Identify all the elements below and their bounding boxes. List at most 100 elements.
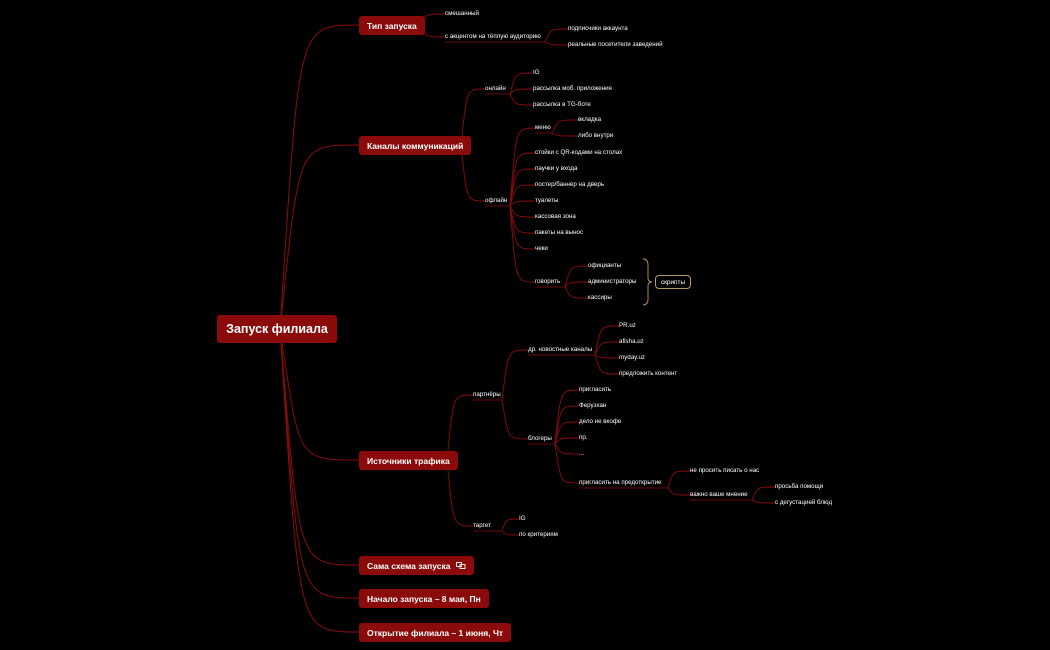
talk-item[interactable]: официанты	[588, 262, 622, 269]
launch-type-mixed[interactable]: смешанный	[445, 10, 479, 17]
opinion-item[interactable]: с дегустацией блюд	[775, 499, 833, 506]
offline-item[interactable]: постер/баннер на дверь	[535, 181, 605, 188]
connector-line	[667, 487, 691, 496]
traffic-partners[interactable]: партнёры	[473, 391, 501, 398]
news-item[interactable]: предложить контент	[619, 370, 678, 377]
connector-line	[279, 328, 360, 599]
connector-line	[554, 405, 580, 445]
offline-item[interactable]: туалеты	[535, 197, 559, 204]
offline-item[interactable]: чеки	[535, 245, 548, 252]
node-channels[interactable]: Каналы коммуникаций	[359, 136, 472, 155]
node-launch-scheme[interactable]: Сама схема запуска	[359, 556, 475, 575]
launch-type-visitors[interactable]: реальные посетители заведений	[568, 41, 663, 48]
connector-line	[446, 394, 474, 461]
target-item[interactable]: по критериям	[519, 531, 558, 538]
connector-line	[564, 265, 589, 288]
connector-line	[551, 132, 579, 137]
connector-line	[544, 28, 569, 43]
connector-line	[564, 286, 589, 299]
preopen-opinion[interactable]: важно ваше мнение	[690, 491, 748, 498]
connector-line	[501, 349, 529, 401]
connector-line	[509, 205, 536, 218]
connector-line	[554, 421, 580, 445]
connector-line	[509, 205, 536, 283]
connector-line	[594, 325, 620, 356]
connector-line	[279, 328, 360, 633]
connector-line	[551, 119, 579, 134]
connector-line	[509, 93, 534, 106]
connector-line	[509, 127, 536, 207]
offline-item[interactable]: пакеты на вынос	[535, 229, 584, 236]
scripts-summary[interactable]: скрипты	[655, 275, 691, 289]
blogger-item[interactable]: ...	[579, 450, 585, 457]
offline-item[interactable]: паучки у входа	[535, 165, 578, 172]
channels-online[interactable]: онлайн	[485, 85, 506, 92]
online-item[interactable]: рассылка в TG-боте	[533, 101, 591, 108]
connector-line	[554, 443, 580, 455]
node-launch-scheme-label: Сама схема запуска	[367, 560, 451, 571]
news-item[interactable]: PR.uz	[619, 322, 636, 329]
blogger-item[interactable]: Ферузхан	[579, 402, 607, 409]
blogger-item[interactable]: пр.	[579, 434, 588, 441]
traffic-target[interactable]: таргет	[473, 522, 491, 529]
offline-item[interactable]: стойки с QR-кодами на столах	[535, 149, 623, 156]
launch-type-warm[interactable]: с акцентом на тёплую аудиторию	[445, 33, 541, 40]
connector-line	[594, 341, 620, 356]
connector-line	[667, 470, 691, 489]
connector-line	[509, 205, 536, 234]
menu-item[interactable]: вкладка	[578, 116, 602, 123]
connector-line	[751, 499, 776, 504]
connector-line	[279, 24, 360, 330]
connector-line	[544, 41, 569, 46]
scripts-bracket	[642, 258, 653, 306]
connector-line	[501, 530, 520, 536]
connector-line	[446, 459, 474, 527]
connector-line	[509, 200, 536, 207]
launch-type-subscribers[interactable]: подписчики аккаунта	[568, 25, 628, 32]
connector-line	[554, 443, 580, 484]
connector-line	[509, 72, 534, 95]
target-item[interactable]: IG	[519, 515, 526, 522]
connector-line	[279, 328, 360, 566]
connector-line	[554, 389, 580, 445]
talk-item[interactable]: администраторы	[588, 278, 637, 285]
connector-line	[509, 168, 536, 207]
opinion-item[interactable]: просьба помощи	[775, 483, 824, 490]
node-opening[interactable]: Открытие филиала – 1 июня, Чт	[359, 623, 512, 642]
connector-line	[509, 152, 536, 207]
online-item[interactable]: рассылка моб. приложения	[533, 85, 612, 92]
partners-bloggers[interactable]: блогеры	[528, 435, 552, 442]
news-item[interactable]: myday.uz	[619, 354, 646, 361]
news-item[interactable]: afisha.uz	[619, 338, 644, 345]
talk-item[interactable]: кассиры	[588, 294, 612, 301]
offline-talk[interactable]: говорить	[535, 278, 561, 285]
node-launch-type[interactable]: Тип запуска	[359, 16, 425, 35]
connector-line	[501, 518, 520, 532]
menu-item[interactable]: либо внутри	[578, 132, 614, 139]
blogger-item[interactable]: пригласить	[579, 386, 612, 393]
blogger-preopen[interactable]: пригласить на предоткрытие	[579, 479, 662, 486]
connector-line	[460, 88, 486, 146]
link-icon[interactable]	[456, 562, 466, 569]
blogger-item[interactable]: дело не вкофе	[579, 418, 622, 425]
node-traffic-sources[interactable]: Источники трафика	[359, 451, 458, 470]
connector-line	[279, 144, 360, 330]
node-launch-start[interactable]: Начало запуска – 8 мая, Пн	[359, 589, 489, 608]
connector-line	[554, 437, 580, 445]
root-node[interactable]: Запуск филиала	[217, 315, 337, 343]
preopen-dont-ask[interactable]: не просить писать о нас	[690, 467, 760, 474]
connector-line	[594, 354, 620, 359]
partners-news[interactable]: др. новостные каналы	[528, 346, 593, 353]
connector-line	[501, 399, 529, 440]
offline-item[interactable]: кассовая зона	[535, 213, 576, 220]
connector-line	[509, 205, 536, 250]
offline-menu[interactable]: меню	[535, 124, 551, 131]
connector-line	[594, 354, 620, 375]
connector-line	[751, 486, 776, 501]
connector-line	[279, 328, 360, 461]
channels-offline[interactable]: офлайн	[485, 197, 508, 204]
online-item[interactable]: IG	[533, 69, 540, 76]
connector-line	[460, 144, 486, 202]
connector-line	[509, 88, 534, 95]
